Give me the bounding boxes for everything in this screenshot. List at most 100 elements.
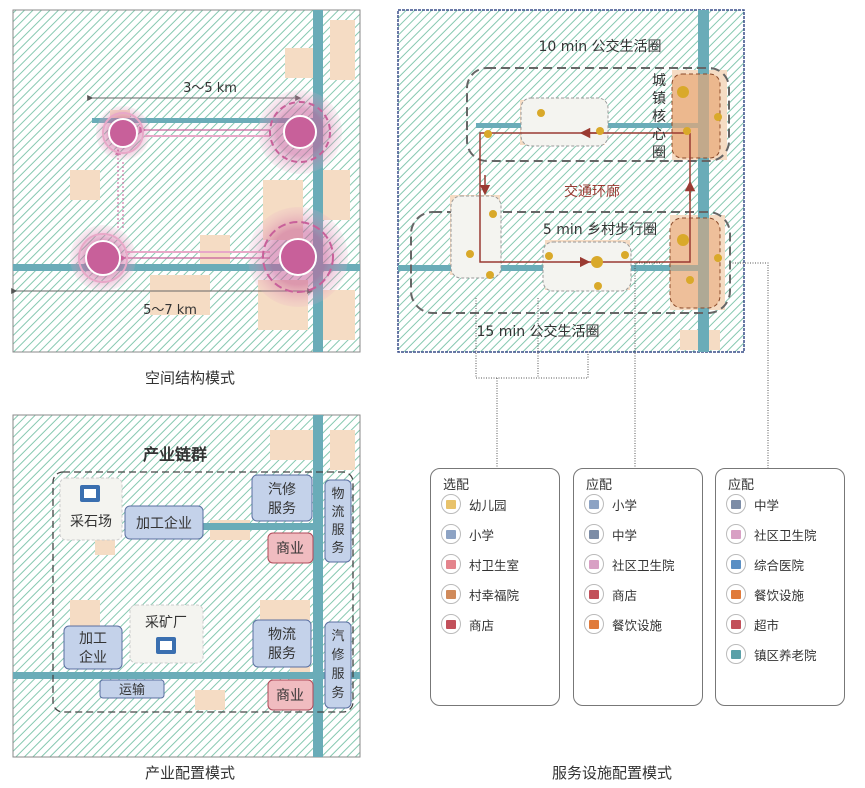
label-10min: 10 min 公交生活圈 (538, 38, 661, 55)
card-item-label: 商店 (612, 587, 638, 603)
walk-circle-bottom (542, 241, 632, 292)
card-item-label: 综合医院 (754, 557, 805, 573)
auto-repair-top-line2: 服务 (268, 501, 296, 517)
label-5-7km: 5～7 km (143, 303, 197, 318)
card-connectors (475, 262, 769, 470)
card-item-label: 村幸福院 (469, 587, 520, 603)
card-item: 小学 (584, 493, 637, 515)
industry-config-panel: 产业链群 采石场 加工企业 汽修 服务 商业 物 流 服 务 采矿厂 加工 企业… (12, 414, 361, 782)
health-center-icon (726, 524, 746, 544)
card-item: 村卫生室 (441, 553, 519, 575)
node-top-right (258, 90, 342, 174)
hospital-icon (726, 554, 746, 574)
spatial-road-bottom (13, 264, 360, 271)
mine-icon (156, 637, 176, 654)
supermarket-icon (726, 614, 746, 634)
spatial-road-top (92, 118, 314, 123)
primary-school-icon (441, 524, 461, 544)
card-item-label: 中学 (754, 497, 780, 513)
service-road-vertical (698, 10, 709, 352)
auto-repair-right-c2: 修 (331, 648, 344, 663)
caption-spatial: 空间结构模式 (145, 369, 235, 387)
processing-top-label: 加工企业 (136, 515, 192, 532)
chain-boundary (52, 471, 354, 713)
card-item: 社区卫生院 (584, 553, 675, 575)
auto-repair-right-c3: 服 (331, 667, 344, 682)
card-item: 小学 (441, 523, 494, 545)
label-3-5km: 3～5 km (183, 81, 237, 96)
logistics-right-c1: 物 (331, 487, 344, 502)
card-item: 餐饮设施 (726, 583, 804, 605)
card-item-label: 幼儿园 (469, 497, 507, 513)
quarry-label: 采石场 (70, 514, 112, 530)
card-item: 综合医院 (726, 553, 804, 575)
transport-label: 运输 (119, 682, 145, 698)
spatial-road-vertical (313, 10, 323, 352)
card-optional-title: 选配 (443, 478, 470, 493)
svg-text:圈: 圈 (652, 145, 666, 161)
walk-circle-left (450, 195, 502, 279)
svg-text:城: 城 (652, 73, 666, 89)
card-item: 餐饮设施 (584, 613, 662, 635)
auto-repair-right-box (324, 621, 352, 709)
logistics-bottom-line1: 物流 (268, 627, 296, 643)
auto-repair-top-box (251, 474, 313, 522)
svg-text:镇: 镇 (652, 91, 666, 107)
processing-top-box (124, 505, 204, 540)
core-circle-top (671, 73, 721, 159)
primary-school-icon (584, 494, 604, 514)
card-item-label: 超市 (754, 617, 780, 633)
card-required-village-title: 应配 (586, 478, 613, 493)
commerce-bottom-label: 商业 (276, 688, 304, 704)
card-item-label: 村卫生室 (469, 557, 520, 573)
auto-repair-right-c1: 汽 (331, 629, 344, 644)
card-required-town-title: 应配 (728, 478, 755, 493)
caption-industry: 产业配置模式 (145, 764, 235, 782)
mine-box (129, 604, 204, 664)
elderly-home-icon (441, 584, 461, 604)
card-item-label: 社区卫生院 (754, 527, 817, 543)
ring-10min (466, 67, 730, 162)
card-item-label: 小学 (612, 497, 638, 513)
card-item: 商店 (441, 613, 494, 635)
logistics-bottom-line2: 服务 (268, 646, 296, 662)
node-bottom-left (70, 225, 136, 291)
logistics-right-c3: 服 (331, 523, 344, 538)
chain-title: 产业链群 (143, 445, 207, 464)
processing-bottom-line2: 企业 (79, 649, 107, 666)
svg-text:心: 心 (652, 127, 666, 143)
card-item: 商店 (584, 583, 637, 605)
quarry-box (59, 477, 123, 541)
clinic-icon (441, 554, 461, 574)
health-center-icon (584, 554, 604, 574)
walk-circle-top (520, 97, 609, 147)
commerce-top-label: 商业 (276, 541, 304, 557)
processing-bottom-line1: 加工 (79, 631, 107, 647)
logistics-right-box (324, 479, 352, 563)
industry-road-top (125, 523, 315, 530)
commerce-top-box (267, 532, 314, 564)
auto-repair-top-line1: 汽修 (268, 482, 296, 498)
core-circle-bottom (669, 217, 721, 309)
card-required-town: 应配 中学社区卫生院综合医院餐饮设施超市镇区养老院 (715, 468, 845, 706)
caption-service: 服务设施配置模式 (552, 764, 672, 782)
logistics-right-c4: 务 (331, 540, 344, 556)
restaurant-icon (584, 614, 604, 634)
nursing-home-icon (726, 644, 746, 664)
industry-road-vertical (313, 415, 323, 757)
quarry-icon (80, 485, 100, 502)
shop-icon (441, 614, 461, 634)
card-item-label: 小学 (469, 527, 495, 543)
card-item: 中学 (726, 493, 779, 515)
restaurant-icon (726, 584, 746, 604)
card-item: 中学 (584, 523, 637, 545)
logistics-bottom-box (252, 619, 312, 668)
facility-dots (466, 86, 722, 290)
node-bottom-right (248, 207, 348, 307)
mine-label: 采矿厂 (145, 615, 187, 631)
card-item-label: 镇区养老院 (754, 647, 817, 663)
commerce-bottom-box (267, 679, 314, 711)
svg-text:核: 核 (652, 109, 666, 125)
card-item: 超市 (726, 613, 779, 635)
card-item-label: 中学 (612, 527, 638, 543)
